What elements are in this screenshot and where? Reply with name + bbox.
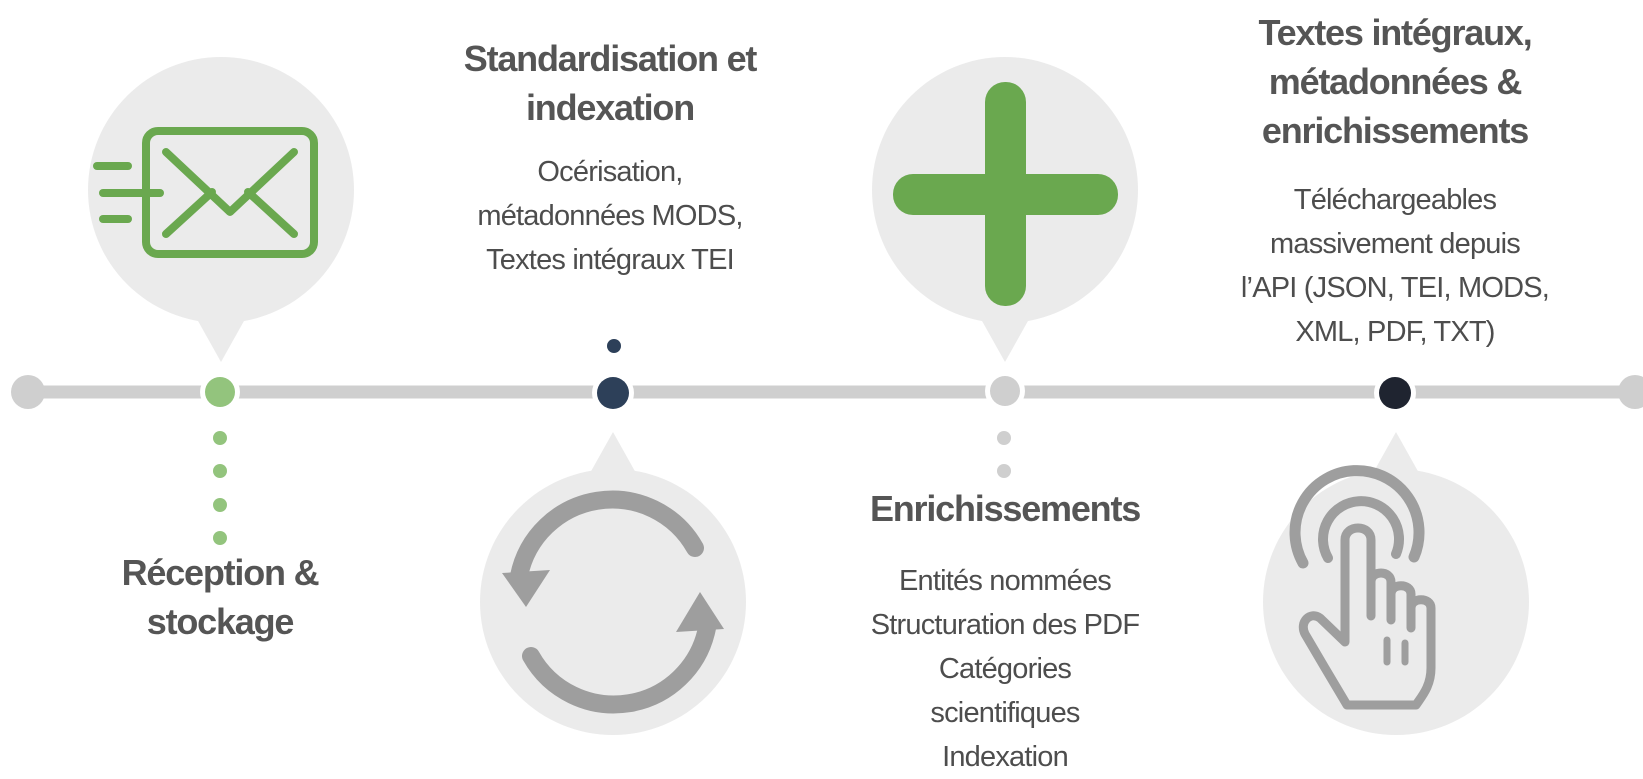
touch-hand-icon — [1289, 465, 1436, 710]
timeline-node-2 — [592, 372, 634, 414]
track-start-cap — [11, 375, 45, 409]
plus-icon — [893, 82, 1118, 306]
refresh-icon — [502, 490, 724, 714]
timeline-node-3 — [985, 371, 1025, 411]
step-4-title: Textes intégraux, métadonnées & enrichis… — [1258, 12, 1532, 151]
step-3-description: Entités nommées Structuration des PDF Ca… — [870, 565, 1140, 773]
track-end-cap — [1618, 375, 1643, 409]
step-2-title: Standardisation et indexation — [463, 38, 758, 128]
step-4-description: Téléchargeables massivement depuis l’API… — [1240, 184, 1550, 348]
connector-dots-step-1 — [213, 431, 227, 545]
step-1-title: Réception & stockage — [121, 552, 320, 642]
timeline-node-4 — [1374, 372, 1416, 414]
step-3-title: Enrichissements — [869, 488, 1141, 529]
envelope-icon — [93, 127, 318, 258]
step-2-description: Océrisation, métadonnées MODS, Textes in… — [477, 156, 743, 276]
timeline-track — [11, 375, 1643, 409]
connector-dots-step-2 — [607, 339, 621, 353]
timeline-node-1 — [200, 372, 240, 412]
connector-dots-step-3 — [997, 431, 1011, 478]
